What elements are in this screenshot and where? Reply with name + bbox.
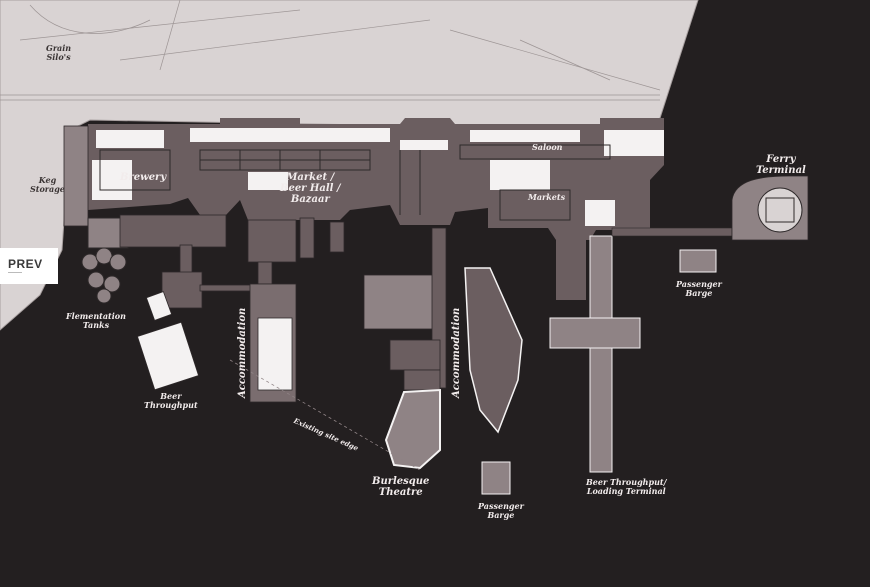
courtyards <box>92 128 664 226</box>
passenger-barge-bottom-block <box>481 461 511 495</box>
label-beer-loading-terminal: Beer Throughput/ Loading Terminal <box>586 477 667 496</box>
label-brewery: Brewery <box>120 172 167 183</box>
label-passenger-barge-bottom: Passenger Barge <box>478 501 524 520</box>
central-accommodation-block <box>464 267 523 434</box>
main-building <box>88 118 664 240</box>
passenger-barge-right-block <box>679 249 717 273</box>
label-beer-throughput: Beer Throughput <box>144 391 198 410</box>
label-keg-storage: Keg Storage <box>30 175 65 194</box>
prev-button-underline <box>8 272 22 273</box>
label-market-beer-hall: Market / Beer Hall / Bazaar <box>280 172 341 205</box>
central-wing <box>299 217 447 391</box>
site-edge-line <box>229 359 421 471</box>
west-wing <box>119 214 297 403</box>
ferry-terminal-block <box>611 175 809 241</box>
land-area <box>0 0 698 330</box>
loading-terminal-pier <box>549 235 641 473</box>
burlesque-theatre-block <box>384 388 441 470</box>
prev-button-label: PREV <box>8 257 43 271</box>
label-fermentation-tanks: Flementation Tanks <box>66 311 126 330</box>
interior-walls <box>99 144 611 221</box>
label-saloon: Saloon <box>532 142 563 152</box>
land-edge <box>0 0 699 331</box>
label-grain-silos: Grain Silo's <box>46 43 72 62</box>
label-markets: Markets <box>528 192 566 202</box>
label-passenger-barge-right: Passenger Barge <box>676 279 722 298</box>
label-burlesque-theatre: Burlesque Theatre <box>372 476 430 498</box>
sketch-lines <box>0 0 661 101</box>
prev-button[interactable]: PREV <box>0 248 58 284</box>
label-accommodation-left: Accommodation <box>237 307 248 398</box>
beer-throughput-block <box>136 291 200 391</box>
keg-storage-block <box>63 125 89 227</box>
label-ferry-terminal: Ferry Terminal <box>756 154 806 176</box>
label-accommodation-center: Accommodation <box>451 307 462 398</box>
